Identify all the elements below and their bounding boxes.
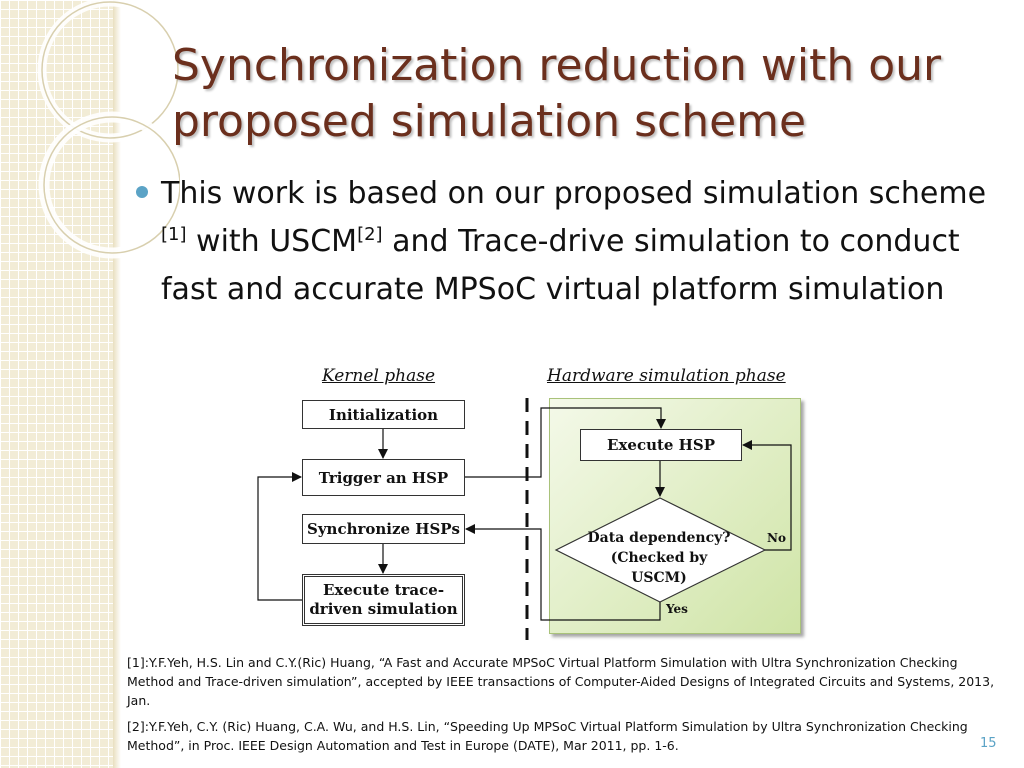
initialization-box: Initialization (302, 400, 465, 429)
arrow-trace-loop (257, 472, 302, 601)
decision-line2: (Checked by (610, 550, 708, 566)
reference-1: [1]:Y.F.Yeh, H.S. Lin and C.Y.(Ric) Huan… (127, 655, 995, 708)
hardware-phase-label: Hardware simulation phase (547, 366, 786, 386)
ref1-mark: [1] (161, 224, 187, 245)
yes-label: Yes (666, 602, 688, 616)
bullet-text-part3: and Trace-drive simulation to conduct fa… (161, 224, 960, 307)
bullet-text: This work is based on our proposed simul… (161, 170, 1001, 314)
decorative-grid-strip (0, 0, 113, 768)
kernel-phase-label: Kernel phase (322, 366, 436, 386)
decision-line1: Data dependency? (587, 530, 731, 546)
page-number: 15 (980, 736, 997, 751)
synchronize-hsps-box: Synchronize HSPs (302, 514, 465, 544)
trigger-hsp-box: Trigger an HSP (302, 459, 465, 496)
bullet-text-part2: with USCM (186, 224, 358, 259)
slide-title: Synchronization reduction with our propo… (172, 40, 942, 147)
bullet-icon (136, 186, 148, 198)
execute-trace-line2: driven simulation (309, 600, 458, 618)
execute-trace-line1: Execute trace- (322, 581, 445, 599)
decision-line3: USCM) (631, 570, 687, 586)
ref2-mark: [2] (357, 224, 383, 245)
no-label: No (767, 531, 786, 545)
execute-hsp-box: Execute HSP (580, 429, 742, 461)
reference-2: [2]:Y.F.Yeh, C.Y. (Ric) Huang, C.A. Wu, … (127, 719, 968, 753)
decorative-circles (37, 0, 180, 259)
bullet-text-part1: This work is based on our proposed simul… (161, 176, 987, 211)
execute-trace-driven-box: Execute trace- driven simulation (302, 574, 465, 626)
decorative-strip-edge (113, 0, 121, 768)
decision-text: Data dependency? (Checked by USCM) (584, 528, 734, 588)
